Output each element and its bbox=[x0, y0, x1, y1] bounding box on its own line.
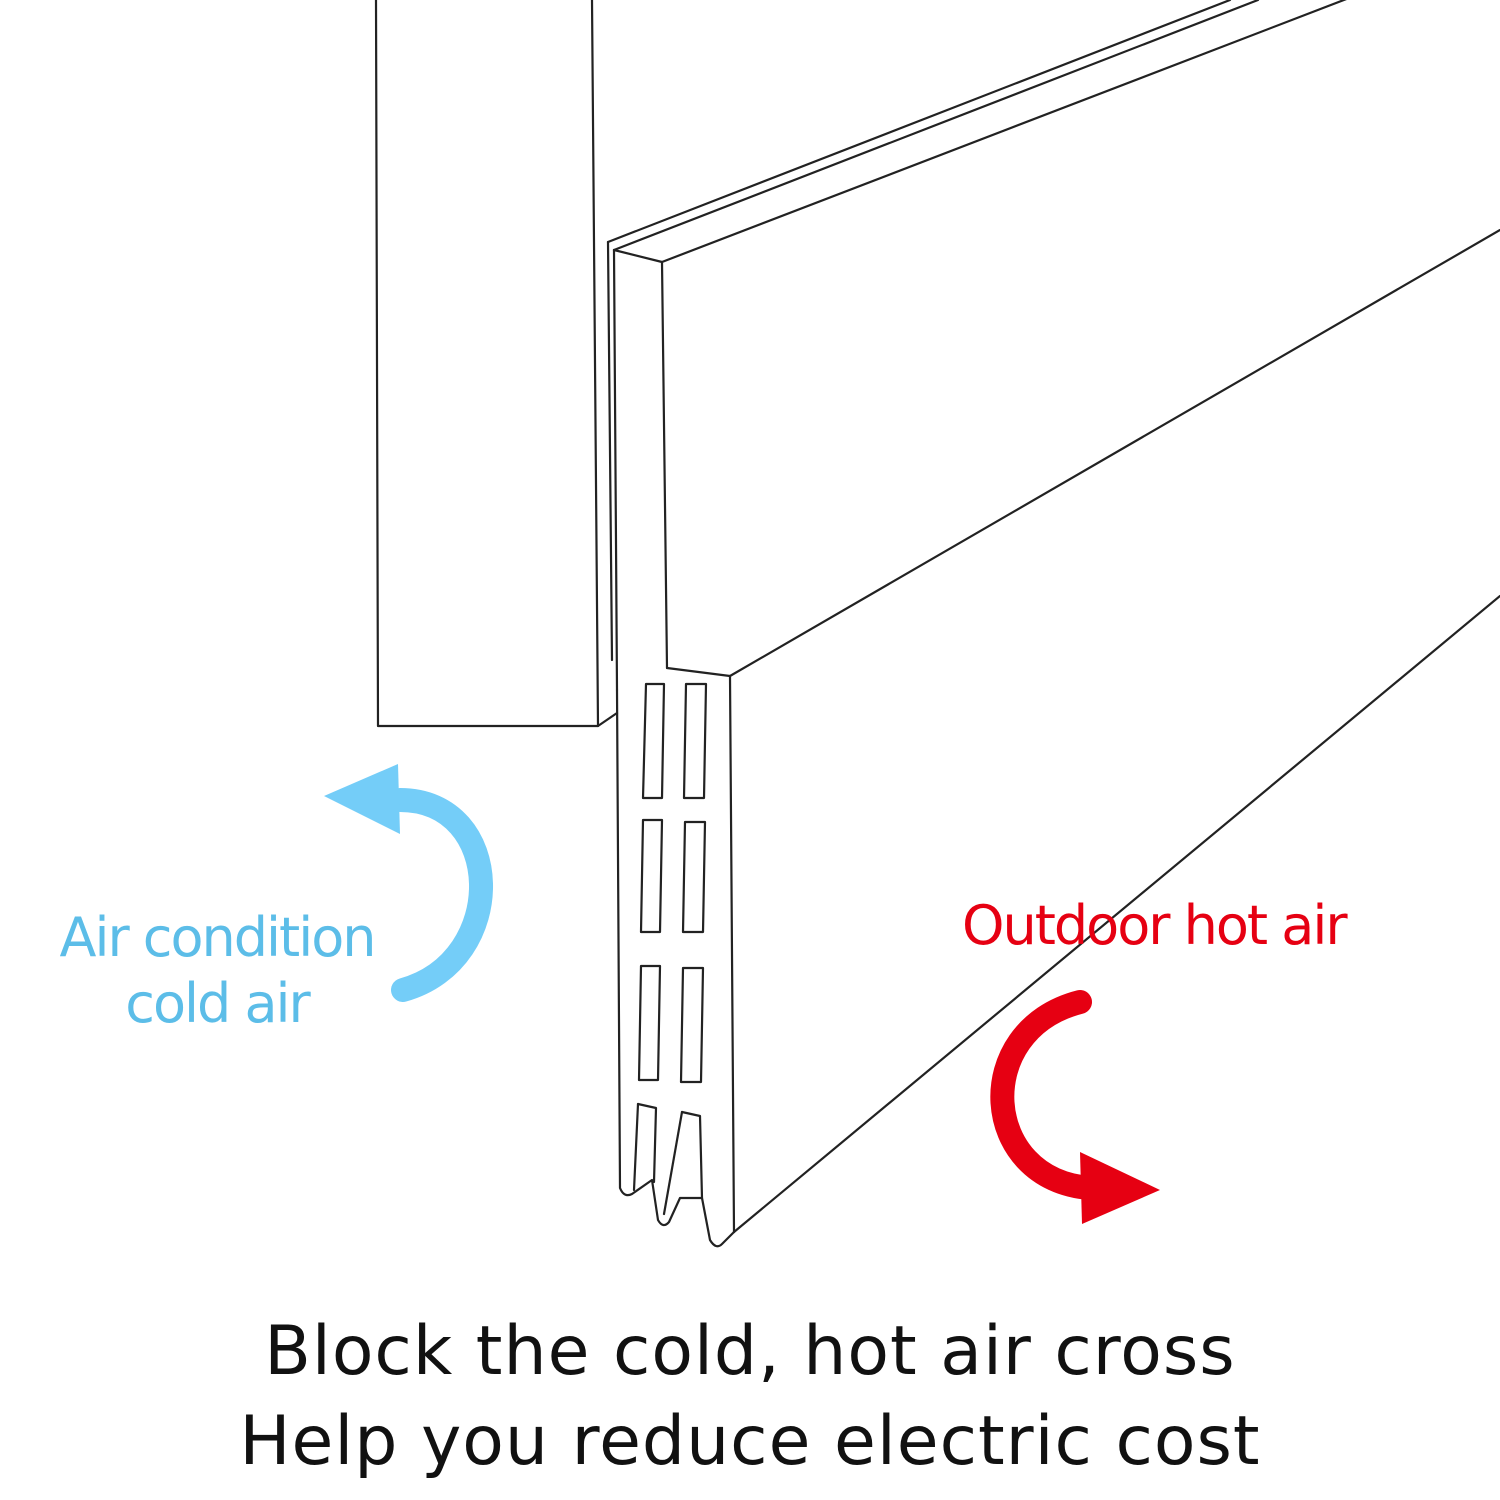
cold-air-arrow-icon bbox=[324, 764, 493, 1002]
hot-air-arrow-icon bbox=[990, 990, 1160, 1224]
door-panel bbox=[374, 0, 619, 728]
sweep-main-face bbox=[612, 228, 1500, 1234]
cold-air-label-line2: cold air bbox=[125, 972, 310, 1035]
hot-air-label: Outdoor hot air bbox=[962, 894, 1348, 957]
caption-line-1: Block the cold, hot air cross bbox=[264, 1312, 1236, 1391]
cold-air-label: Air condition cold air bbox=[52, 905, 382, 1037]
sweep-top-edge bbox=[606, 0, 1347, 662]
caption-line-2: Help you reduce electric cost bbox=[239, 1402, 1261, 1481]
fin-slots bbox=[632, 682, 708, 1216]
cold-air-label-line1: Air condition bbox=[59, 906, 377, 969]
sweep-fins bbox=[615, 688, 736, 1248]
